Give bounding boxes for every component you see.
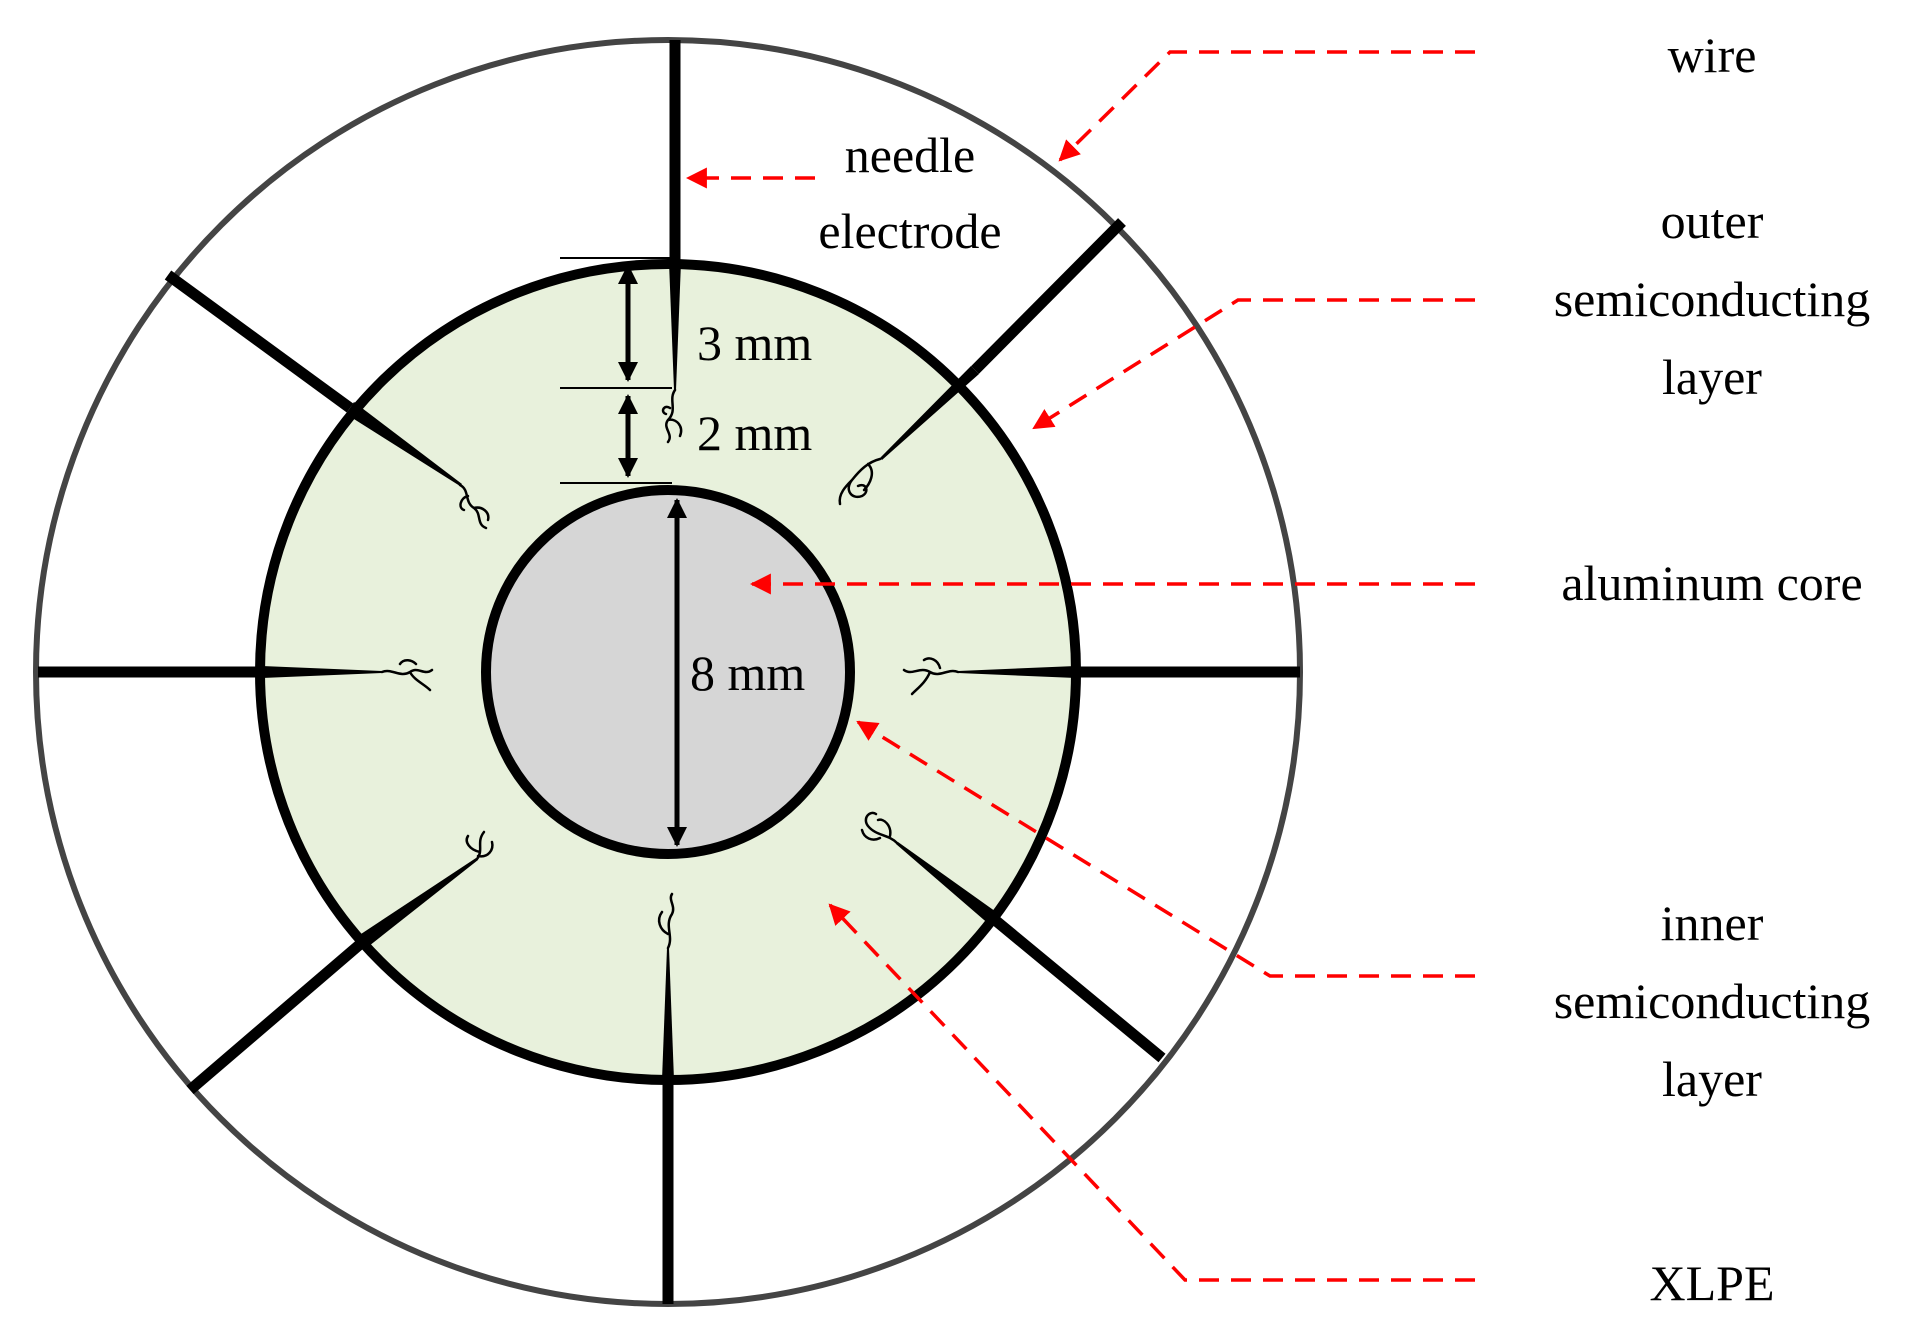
leader-lines	[685, 50, 1475, 1282]
label-outer-line1: outer	[1661, 193, 1764, 249]
dim-label-2mm: 2 mm	[697, 405, 812, 461]
needle-tip-left	[262, 666, 382, 678]
needle-tip-bottom-left	[361, 858, 478, 946]
electrical-tree-bottom-right	[860, 811, 899, 845]
label-wire: wire	[1668, 27, 1757, 83]
electrical-tree-left	[380, 659, 434, 692]
label-inner-line1: inner	[1661, 895, 1764, 951]
needle-tip-right	[958, 666, 1076, 678]
label-aluminum-core: aluminum core	[1561, 555, 1862, 611]
needle-tip-bottom	[662, 948, 674, 1080]
needle-tip-top	[669, 262, 681, 390]
leader-outer-semiconducting	[1032, 298, 1475, 430]
electrical-trees	[380, 388, 960, 950]
electrical-tree-top	[661, 388, 683, 444]
label-needle-line2: electrode	[818, 203, 1001, 259]
electrical-tree-bottom-left	[465, 830, 494, 861]
needle-tip-top-left	[346, 402, 462, 486]
leader-inner-semiconducting	[856, 720, 1475, 978]
leader-wire	[1058, 50, 1475, 162]
dim-label-8mm: 8 mm	[690, 645, 805, 701]
electrical-tree-top-right	[838, 457, 882, 506]
needle-tip-top-right	[880, 366, 979, 460]
needle-electrode-top-right	[971, 218, 1126, 374]
electrical-tree-bottom	[657, 892, 675, 950]
label-outer-line2: semiconducting	[1554, 271, 1871, 327]
dim-label-3mm: 3 mm	[697, 315, 812, 371]
needle-electrodes	[38, 40, 1300, 1304]
label-needle-line1: needle	[845, 127, 975, 183]
electrical-tree-top-left	[458, 483, 490, 530]
label-inner-line2: semiconducting	[1554, 973, 1871, 1029]
dimension-lines	[560, 257, 687, 847]
needle-electrode-bottom-left	[186, 935, 369, 1095]
needle-electrode-bottom-right	[991, 915, 1166, 1063]
label-xlpe: XLPE	[1650, 1255, 1775, 1311]
needle-tip-bottom-right	[896, 842, 999, 926]
needle-electrode-top-left	[164, 270, 354, 413]
needle-tips	[262, 262, 1076, 1080]
label-outer-line3: layer	[1662, 349, 1762, 405]
leader-xlpe	[828, 903, 1475, 1282]
label-inner-line3: layer	[1662, 1051, 1762, 1107]
electrical-tree-right	[902, 657, 960, 696]
